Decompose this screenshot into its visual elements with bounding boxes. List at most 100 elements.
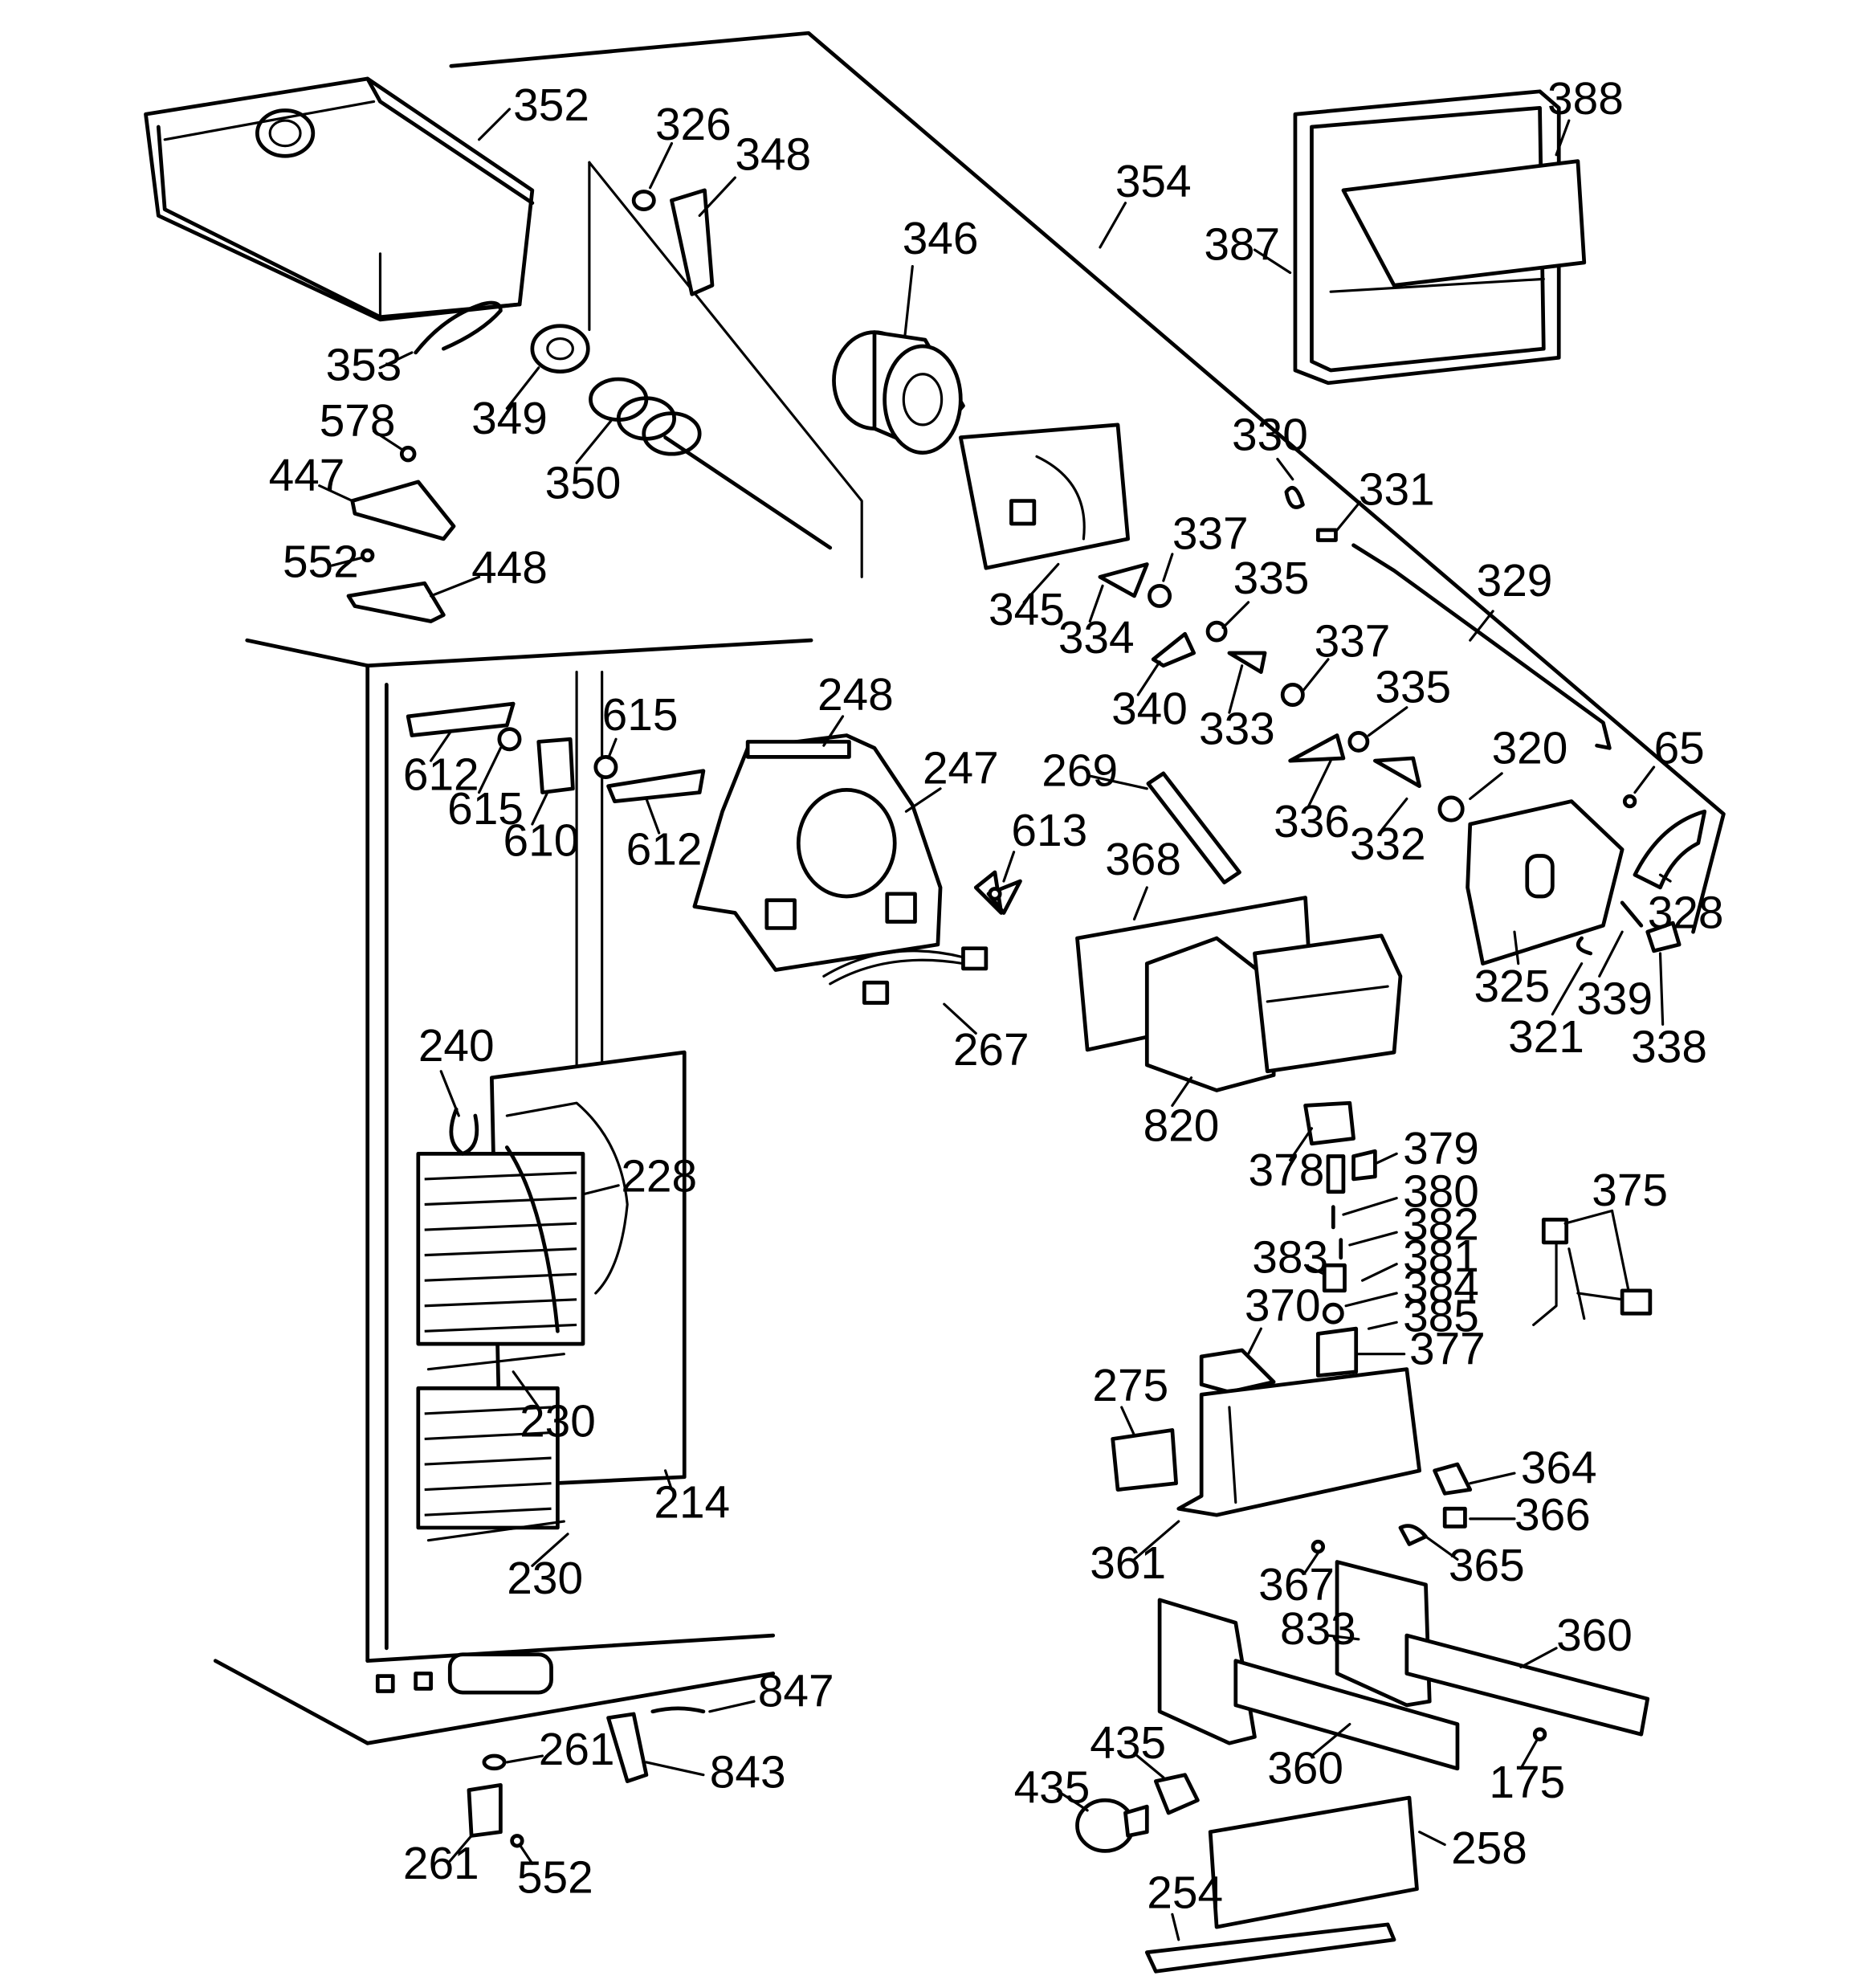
label-378: 378 [1249, 1145, 1325, 1196]
label-261-upper: 261 [539, 1725, 615, 1775]
label-337-upper: 337 [1172, 509, 1249, 560]
label-254: 254 [1147, 1868, 1223, 1918]
wire-harness-375 [1532, 1218, 1653, 1326]
label-345: 345 [989, 585, 1065, 635]
label-382: 382 [1403, 1200, 1479, 1251]
label-552-lower: 552 [517, 1852, 593, 1903]
label-352: 352 [513, 80, 589, 131]
label-820: 820 [1143, 1101, 1220, 1152]
label-847: 847 [758, 1666, 834, 1717]
gear-train-parts [1098, 562, 1465, 823]
auger-part [589, 377, 833, 550]
evaporator-coil-part [416, 1151, 585, 1530]
label-361: 361 [1090, 1538, 1166, 1589]
lever-spring-parts [1284, 485, 1612, 750]
label-377: 377 [1409, 1324, 1486, 1374]
fill-tube-part [1146, 771, 1241, 884]
bracket-361-part [1176, 1367, 1421, 1517]
wire-harness-267 [822, 946, 989, 1005]
label-613: 613 [1011, 806, 1087, 856]
fan-shroud-part [692, 733, 943, 972]
label-384: 384 [1403, 1262, 1479, 1312]
label-354: 354 [1115, 157, 1192, 207]
label-360-lower: 360 [1267, 1744, 1343, 1794]
auger-motor-part [1466, 799, 1707, 965]
label-578: 578 [320, 396, 396, 447]
label-388: 388 [1547, 74, 1624, 125]
label-383: 383 [1252, 1233, 1328, 1284]
label-435-upper: 435 [1090, 1718, 1166, 1769]
ice-bucket-part [144, 76, 535, 322]
hinge-parts [467, 1706, 706, 1848]
frame-360-parts [1157, 1560, 1650, 1771]
label-338: 338 [1631, 1023, 1707, 1073]
label-380: 380 [1403, 1167, 1479, 1218]
label-360-right: 360 [1556, 1610, 1633, 1661]
label-326: 326 [655, 100, 732, 150]
label-230-lower: 230 [507, 1553, 583, 1604]
label-175: 175 [1489, 1757, 1565, 1808]
label-335-upper: 335 [1233, 553, 1310, 604]
label-368: 368 [1105, 835, 1181, 885]
bucket-wire-part [414, 300, 503, 355]
label-328: 328 [1648, 888, 1724, 938]
label-365: 365 [1449, 1541, 1525, 1591]
washer-326-part [631, 190, 656, 211]
label-267: 267 [953, 1025, 1029, 1076]
label-615-lower: 615 [447, 784, 524, 835]
label-552-upper: 552 [283, 537, 359, 587]
cabinet-part [213, 638, 813, 1745]
label-447: 447 [269, 451, 345, 501]
label-364: 364 [1521, 1443, 1597, 1494]
label-610: 610 [503, 815, 580, 866]
label-350: 350 [545, 458, 622, 508]
label-337-lower: 337 [1315, 617, 1391, 667]
label-261-lower: 261 [403, 1839, 479, 1889]
label-334: 334 [1058, 613, 1135, 663]
label-228: 228 [621, 1152, 697, 1202]
label-258: 258 [1451, 1823, 1527, 1874]
label-375: 375 [1592, 1165, 1668, 1216]
label-330: 330 [1232, 410, 1308, 460]
label-247: 247 [923, 744, 999, 794]
icemaker-part [1075, 896, 1403, 1092]
label-370: 370 [1245, 1281, 1321, 1332]
label-335-lower: 335 [1375, 663, 1451, 713]
small-hardware-right [1576, 794, 1682, 956]
label-448: 448 [471, 543, 548, 594]
heater-wire-parts [426, 1107, 565, 1542]
label-275: 275 [1092, 1361, 1168, 1411]
label-248: 248 [817, 670, 894, 720]
label-381: 381 [1403, 1231, 1479, 1282]
label-65: 65 [1654, 723, 1705, 774]
trim-258-254-parts [1144, 1795, 1419, 1974]
motor-drum-part [832, 330, 965, 455]
label-230-upper: 230 [520, 1396, 596, 1447]
label-320: 320 [1492, 723, 1568, 774]
label-333: 333 [1199, 704, 1275, 755]
label-387: 387 [1204, 220, 1280, 271]
solenoid-assembly-part [1303, 1100, 1377, 1378]
label-612-left: 612 [403, 749, 479, 800]
label-329: 329 [1477, 556, 1553, 606]
label-332: 332 [1350, 819, 1426, 870]
fan-blade-part [973, 870, 1022, 915]
mounting-plate-part [958, 423, 1130, 570]
label-385: 385 [1403, 1291, 1479, 1341]
label-843: 843 [710, 1747, 786, 1798]
lamp-parts [1075, 1727, 1547, 1853]
label-366: 366 [1514, 1490, 1591, 1541]
bracket-348-part [670, 188, 715, 296]
label-240: 240 [418, 1021, 495, 1072]
label-340: 340 [1111, 684, 1188, 734]
label-353: 353 [326, 341, 402, 391]
label-336: 336 [1274, 797, 1350, 847]
small-hardware-left [346, 445, 456, 623]
leader-lines [318, 108, 1672, 1941]
label-367: 367 [1258, 1560, 1335, 1610]
label-321: 321 [1508, 1012, 1584, 1063]
label-331: 331 [1359, 464, 1435, 515]
dispenser-cover-part [1293, 89, 1587, 386]
